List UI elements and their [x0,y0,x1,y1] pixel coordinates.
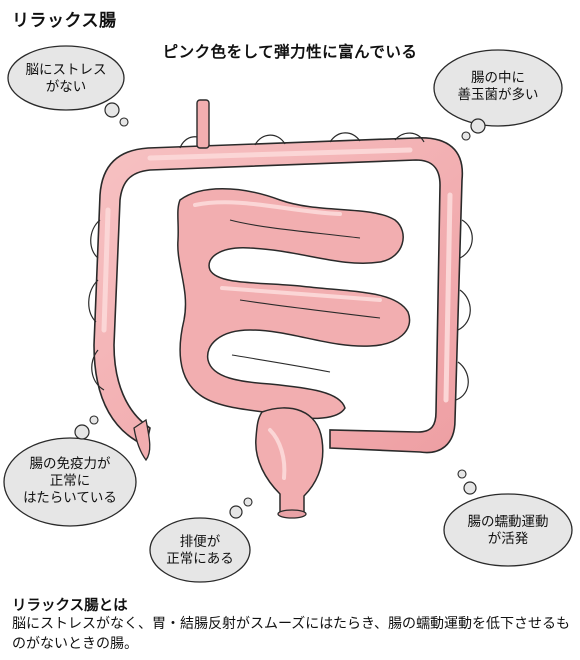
callout-bowel-bubble [149,497,253,583]
callout-brain-text: 脳にストレス がない [25,62,107,95]
callout-immunity-bubble [3,415,137,527]
rectum [255,407,324,519]
callout-immunity-text: 腸の免疫力が 正常に はたらいている [23,456,117,506]
callout-bacteria-bubble [433,49,563,141]
callout-bacteria-text: 腸の中に 善玉菌が多い [457,70,539,103]
diagram-subtitle: ピンク色をして弾力性に富んでいる [162,43,418,61]
large-intestine [88,132,473,454]
page-title: リラックス腸 [12,11,117,31]
callout-peristalsis-bubble [443,469,573,567]
definition-heading: リラックス腸とは [12,598,128,614]
callout-brain-bubble [7,45,129,127]
small-intestine [177,188,411,420]
callout-peristalsis-text: 腸の蠕動運動 が活発 [467,514,549,547]
cecum [133,418,151,462]
appendix-tube [196,99,210,149]
callout-bowel-text: 排便が 正常にある [166,534,234,567]
definition-body: 脳にストレスがなく、胃・結腸反射がスムーズにはたらき、腸の蠕動運動を低下させるも… [12,616,571,652]
